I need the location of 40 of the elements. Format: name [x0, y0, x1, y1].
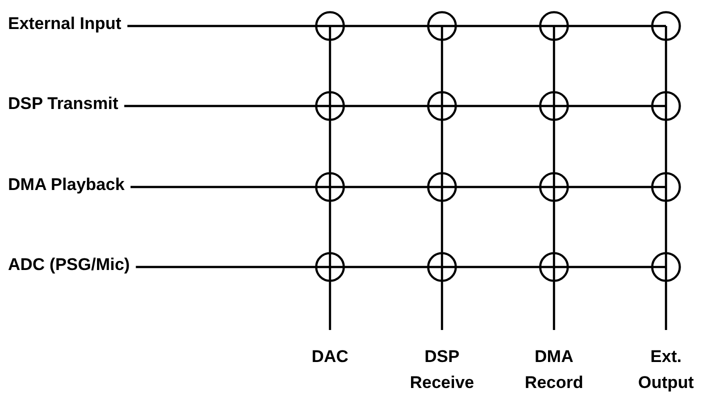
connector-line [130, 186, 315, 188]
output-label: Ext. Output [637, 346, 695, 394]
connector-line [328, 202, 332, 252]
connector-line [345, 186, 427, 188]
connector-line [440, 121, 444, 172]
connector-line [569, 104, 651, 108]
connector-line [124, 104, 315, 108]
connector-line [457, 186, 539, 188]
connector-line [664, 202, 668, 252]
connector-line [440, 282, 444, 330]
connector-line [457, 266, 539, 268]
connector-line [328, 282, 332, 330]
connector-line [664, 41, 668, 91]
connector-line [569, 186, 651, 188]
output-label: DAC [310, 346, 350, 368]
connector-line [345, 104, 427, 108]
connector-line [440, 41, 444, 91]
output-label: DSP Receive [408, 346, 476, 394]
connector-line [328, 121, 332, 172]
connector-line [328, 41, 332, 91]
connector-line [457, 104, 539, 108]
connector-line [345, 266, 427, 268]
input-label: DMA Playback [8, 175, 125, 195]
input-label: ADC (PSG/Mic) [8, 255, 130, 275]
connector-line [664, 121, 668, 172]
connector-line [440, 202, 444, 252]
connector-line [552, 282, 556, 330]
connector-line [552, 121, 556, 172]
output-label: DMA Record [524, 346, 584, 394]
connector-line [552, 202, 556, 252]
input-label: DSP Transmit [8, 94, 118, 114]
connector-line [127, 24, 315, 28]
connector-line [457, 24, 539, 28]
connector-line [569, 266, 651, 268]
connector-line [345, 24, 427, 28]
connector-line [136, 266, 315, 268]
connector-line [664, 282, 668, 330]
connector-line [552, 41, 556, 91]
connector-line [569, 24, 651, 28]
input-label: External Input [8, 14, 122, 34]
